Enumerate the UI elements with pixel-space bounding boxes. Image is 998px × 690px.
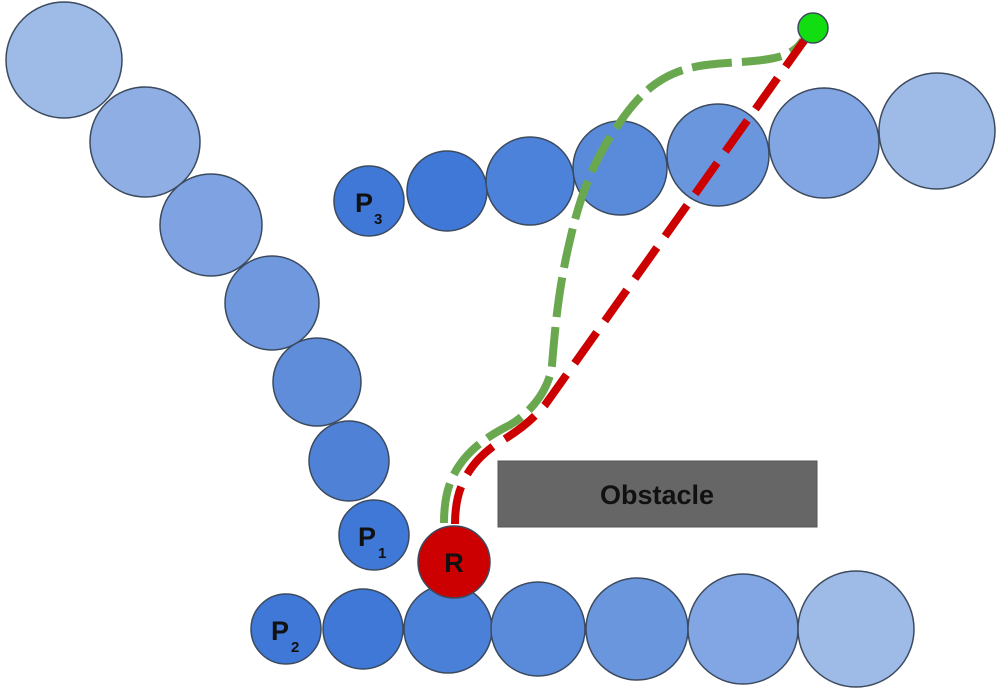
chain-p2-node	[585, 577, 689, 681]
node-p3-subscript: 3	[374, 211, 382, 228]
chain-left-node	[89, 86, 201, 198]
chain-p3-node	[878, 72, 996, 190]
node-p3-circle	[333, 165, 405, 237]
path-red	[451, 35, 810, 525]
chain-p2-node	[687, 573, 799, 685]
node-p2-subscript: 2	[291, 639, 299, 656]
path-green	[440, 37, 807, 524]
chain-p3-node	[485, 136, 575, 226]
chain-left-node	[272, 337, 362, 427]
chain-left	[5, 1, 390, 502]
obstacle-label: Obstacle	[600, 480, 714, 510]
chain-p2	[322, 570, 915, 688]
robot-label: R	[444, 548, 464, 578]
robot: R	[417, 525, 491, 599]
chain-p2-node	[490, 581, 586, 677]
chain-p3-node	[768, 87, 880, 199]
node-p3-label: P	[355, 188, 373, 218]
node-p1-circle	[338, 499, 410, 571]
chain-p2-node	[797, 570, 915, 688]
robot-circle	[417, 525, 491, 599]
chain-p3-node	[572, 120, 668, 216]
chain-left-node	[5, 1, 123, 119]
node-p1-label: P	[358, 522, 376, 552]
node-p2-label: P	[271, 616, 289, 646]
chain-left-node	[159, 173, 263, 277]
chain-p3-node	[406, 150, 488, 232]
node-p3: P 3	[333, 165, 405, 237]
node-p1: P 1	[338, 499, 410, 571]
node-p2-circle	[250, 593, 322, 665]
chain-p3-node	[666, 103, 770, 207]
node-p1-subscript: 1	[378, 545, 386, 562]
obstacle: Obstacle	[497, 460, 818, 528]
chain-left-node	[308, 420, 390, 502]
obstacle-box	[497, 460, 818, 528]
chain-left-node	[224, 255, 320, 351]
chain-p3	[406, 72, 996, 232]
chain-p2-node	[322, 588, 404, 670]
node-p2: P 2	[250, 593, 322, 665]
goal-marker	[797, 12, 829, 44]
